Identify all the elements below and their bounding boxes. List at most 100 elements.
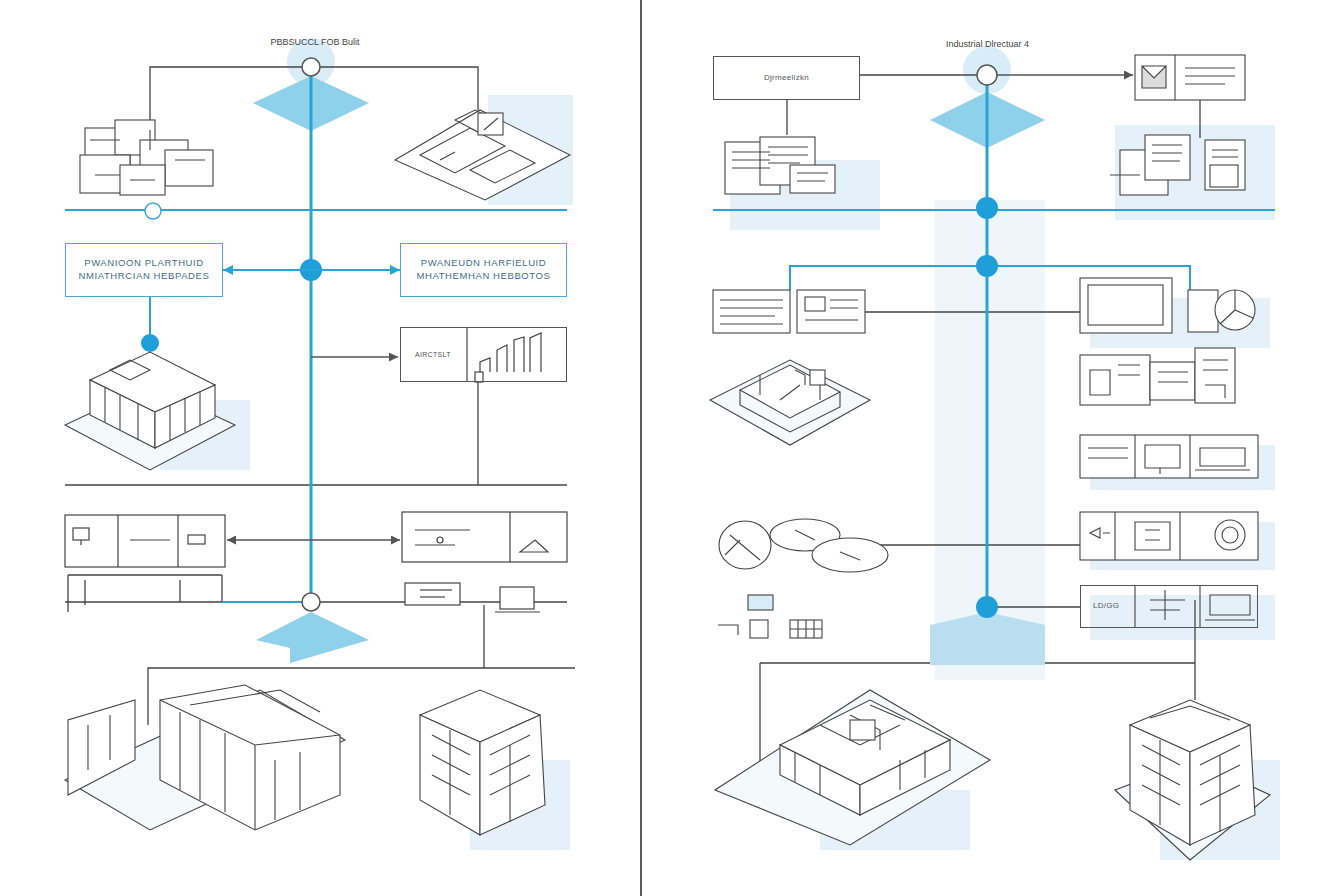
building bbox=[480, 715, 545, 835]
document-icon bbox=[1174, 55, 1175, 100]
icon-box bbox=[65, 512, 567, 612]
gray-arrow bbox=[311, 356, 398, 357]
connector-line bbox=[1194, 600, 1195, 700]
flow-connector bbox=[223, 269, 400, 271]
box-label: LD/GG bbox=[1093, 601, 1119, 612]
building bbox=[810, 370, 825, 385]
connector-line bbox=[880, 544, 1080, 545]
junction-dot bbox=[145, 203, 161, 219]
document-icon bbox=[1090, 512, 1180, 560]
chart-box: AIRCTSLT bbox=[400, 327, 567, 382]
icon-box bbox=[509, 512, 510, 562]
floor-plan bbox=[165, 150, 213, 186]
connector-line bbox=[477, 382, 478, 485]
icon-box bbox=[130, 539, 170, 540]
icon-box bbox=[188, 535, 205, 544]
junction-dot bbox=[976, 65, 998, 618]
document-icon bbox=[1150, 362, 1195, 400]
junction-dot bbox=[141, 334, 159, 352]
building bbox=[710, 360, 1270, 860]
document-icon bbox=[1088, 435, 1250, 478]
icon-box bbox=[402, 512, 567, 562]
connector-line bbox=[68, 575, 222, 612]
building bbox=[795, 705, 925, 795]
icon-box bbox=[405, 583, 460, 605]
junction-dot bbox=[300, 259, 322, 281]
building bbox=[812, 538, 888, 572]
icon-box bbox=[415, 544, 455, 545]
building bbox=[432, 730, 530, 822]
building bbox=[1142, 706, 1240, 832]
building bbox=[850, 720, 875, 740]
building bbox=[710, 360, 870, 445]
decision-diamond bbox=[930, 612, 1045, 665]
box-label: PWANIOON PLARTHUID NMIATHRCIAN HEBPADES bbox=[72, 257, 216, 283]
building bbox=[105, 360, 200, 440]
bar-chart bbox=[475, 372, 483, 382]
document-icon bbox=[1142, 66, 1166, 88]
bar-chart bbox=[467, 327, 541, 382]
document-icon bbox=[713, 55, 1258, 638]
icon-box bbox=[177, 515, 178, 567]
document-icon bbox=[805, 300, 858, 320]
document-icon bbox=[720, 300, 783, 324]
icon-box bbox=[520, 540, 548, 552]
document-icon bbox=[1205, 140, 1245, 190]
icon-box bbox=[415, 529, 470, 530]
document-icon bbox=[748, 595, 773, 610]
box-label: PWANEUDN HARFIELUID MHATHEMHAN HEBBOTOS bbox=[407, 257, 560, 283]
shadow bbox=[1115, 125, 1275, 220]
document-icon bbox=[797, 290, 865, 333]
junction-dot bbox=[976, 197, 998, 219]
document-icon bbox=[1110, 145, 1238, 175]
building bbox=[860, 740, 950, 815]
building bbox=[160, 685, 340, 830]
connector-line bbox=[987, 606, 1080, 607]
panel-heading: Industrial Dlrectuar 4 bbox=[880, 39, 1095, 49]
junction-dot bbox=[977, 65, 997, 85]
document-icon bbox=[1188, 290, 1218, 332]
shadow bbox=[1090, 595, 1275, 640]
document-icon bbox=[1135, 585, 1255, 628]
connector-line bbox=[1199, 100, 1200, 138]
connector-line bbox=[860, 74, 977, 75]
document-icon bbox=[1088, 285, 1163, 325]
document-icon bbox=[1215, 290, 1255, 330]
connector-line bbox=[65, 484, 567, 485]
document-icon bbox=[790, 165, 835, 193]
document-icon bbox=[713, 290, 790, 333]
spine-line bbox=[986, 75, 989, 607]
building bbox=[68, 700, 135, 795]
page-divider bbox=[641, 0, 642, 896]
icon-box bbox=[495, 611, 540, 612]
icon-box bbox=[73, 528, 89, 540]
icon-box bbox=[420, 589, 452, 590]
box-label: AIRCTSLT bbox=[415, 350, 451, 359]
floor-plan bbox=[90, 130, 205, 180]
process-box: Djrmeelizkn bbox=[713, 56, 860, 100]
document-icon bbox=[1220, 290, 1253, 324]
spine-line bbox=[65, 209, 567, 211]
bar-chart bbox=[480, 333, 541, 372]
document-icon bbox=[1135, 55, 1245, 100]
connector-line bbox=[786, 100, 787, 135]
building bbox=[719, 521, 771, 569]
spine-line bbox=[222, 601, 302, 603]
floor-plan bbox=[420, 110, 535, 183]
box-label: Djrmeelizkn bbox=[764, 73, 809, 84]
building bbox=[715, 690, 990, 845]
icon-box bbox=[65, 515, 225, 567]
building bbox=[65, 352, 545, 835]
building bbox=[740, 370, 840, 432]
process-box: PWANIOON PLARTHUID NMIATHRCIAN HEBPADES bbox=[65, 243, 223, 297]
document-icon bbox=[718, 620, 822, 638]
document-icon bbox=[1090, 360, 1228, 398]
building bbox=[740, 365, 840, 418]
page-divider bbox=[640, 0, 642, 896]
shadow bbox=[935, 200, 1045, 680]
connector-line bbox=[65, 67, 575, 725]
building bbox=[1190, 725, 1255, 845]
icon-box bbox=[500, 587, 534, 609]
floor-plan bbox=[478, 113, 503, 135]
